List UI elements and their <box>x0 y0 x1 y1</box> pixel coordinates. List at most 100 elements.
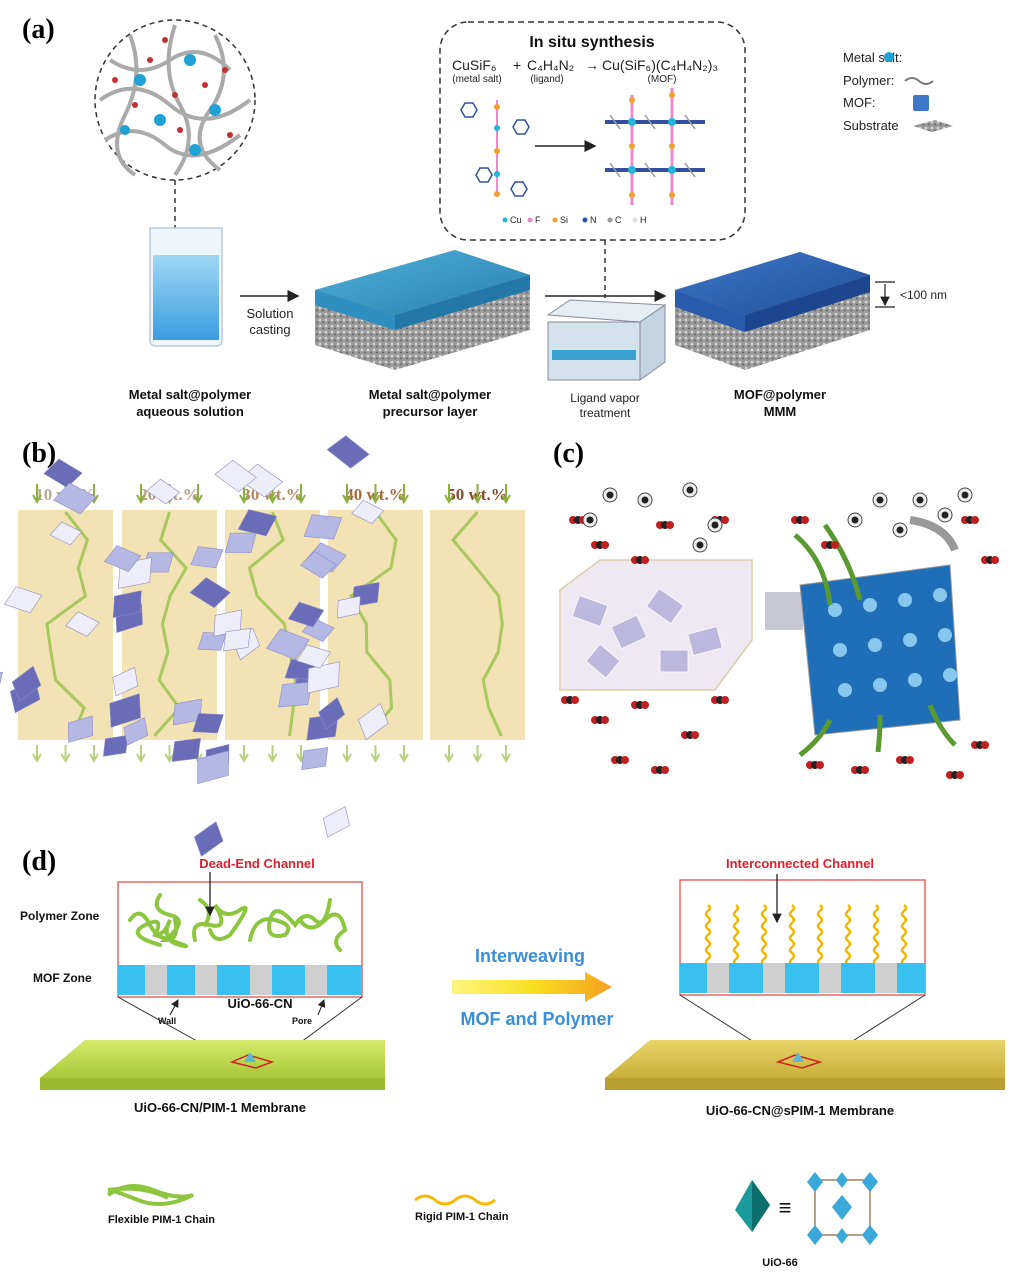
mof-cube-icon <box>913 95 929 111</box>
polymer-network-closeup <box>94 19 256 262</box>
filler-flake <box>296 644 331 669</box>
pore-pointer <box>317 999 326 1016</box>
panel-label-b: (b) <box>22 438 56 469</box>
filler-flake <box>303 514 343 540</box>
plus-sign: + <box>513 57 521 73</box>
co2-molecule <box>821 541 839 549</box>
arrow-out-icon <box>164 745 175 764</box>
interconnected-channel-label: Interconnected Channel <box>726 856 874 871</box>
reaction-arrow: → <box>585 57 599 73</box>
in-situ-synthesis-box: In situ synthesis CuSiF₆ + C₄H₄N₂ → Cu(S… <box>439 21 746 241</box>
interconnected-channel-box <box>679 874 926 996</box>
filler-flake <box>112 590 142 619</box>
arrow-out-icon <box>267 745 278 764</box>
atom-si: Si <box>560 215 568 225</box>
co2-molecule <box>981 556 999 564</box>
note-metal-salt: (metal salt) <box>452 74 501 85</box>
filler-flake <box>68 715 93 743</box>
step2-label-line2: treatment <box>580 406 631 420</box>
co2-molecule <box>711 696 729 704</box>
arrow-out-icon <box>399 745 409 764</box>
note-ligand: (ligand) <box>530 74 563 85</box>
pore-label: Pore <box>292 1016 312 1026</box>
ch4-molecule <box>582 512 598 528</box>
filler-flake <box>189 577 231 609</box>
filler-flake <box>326 435 370 469</box>
mof-layer-illustration <box>675 252 870 370</box>
caption-solution-1: Metal salt@polymer <box>129 387 252 402</box>
precursor-layer-illustration <box>315 250 530 370</box>
arrow-out-icon <box>501 745 511 764</box>
mof-and-polymer-label: MOF and Polymer <box>460 1009 613 1029</box>
rigid-chain <box>844 904 852 966</box>
dead-end-channel-label: Dead-End Channel <box>199 856 315 871</box>
rigid-chain-icon <box>414 1194 496 1206</box>
filler-flake <box>301 747 329 770</box>
filler-flake <box>223 628 251 652</box>
co2-molecule <box>631 556 649 564</box>
co2-molecule <box>561 696 579 704</box>
arrow-in-icon <box>501 484 511 505</box>
filler-flake <box>0 671 3 696</box>
diffusion-path <box>451 511 504 737</box>
atom-n: N <box>590 215 597 225</box>
filler-flake <box>214 459 257 493</box>
rigid-chain <box>872 904 880 966</box>
atom-cu: Cu <box>510 215 522 225</box>
diffusion-path <box>45 511 90 737</box>
legend-flexible-chain: Flexible PIM-1 Chain <box>108 1214 215 1226</box>
beaker-icon <box>149 227 223 347</box>
atom-legend: Cu F Si N C H <box>502 215 647 225</box>
polymer-zone-label: Polymer Zone <box>20 909 100 923</box>
panel-b-tortuosity: 10 wt.%20 wt.%30 wt.%40 wt.%50 wt.% <box>0 435 525 857</box>
arrow-out-icon <box>60 745 71 764</box>
interweaving-arrow <box>452 972 612 1002</box>
rigid-chain <box>760 904 768 966</box>
caption-precursor-2: precursor layer <box>383 404 478 419</box>
filler-flake <box>190 546 224 569</box>
co2-molecule <box>591 716 609 724</box>
substrate-icon <box>913 120 953 132</box>
ch4-molecule <box>692 537 708 553</box>
filler-flake <box>49 521 83 546</box>
ch4-molecule <box>872 492 888 508</box>
co2-molecule <box>681 731 699 739</box>
arrow-in-icon <box>32 484 42 505</box>
caption-mmm-1: MOF@polymer <box>734 387 826 402</box>
reactant-ligand: C₄H₄N₂ <box>527 57 574 73</box>
arrow-in-icon <box>370 484 381 505</box>
legend-rigid-chain: Rigid PIM-1 Chain <box>415 1211 509 1223</box>
arrow-out-icon <box>239 745 249 764</box>
filler-flake <box>224 532 257 553</box>
wall-pointer <box>169 999 179 1016</box>
thickness-indicator <box>875 281 895 308</box>
product-mof: Cu(SiF₆)(C₄H₄N₂)₃ <box>602 57 718 73</box>
note-mof: (MOF) <box>648 74 677 85</box>
filler-flake <box>318 697 345 730</box>
arrow-in-icon <box>444 484 454 505</box>
arrow-in-icon <box>399 484 409 505</box>
dead-end-channel-box <box>117 872 363 998</box>
filler-flake <box>192 713 224 734</box>
filler-flake <box>43 458 83 488</box>
filler-flake <box>337 595 361 619</box>
co2-molecule <box>791 516 809 524</box>
panel-a-legend: Metal salt: Polymer: MOF: Substrate <box>843 50 953 133</box>
arrow-out-icon <box>32 745 42 764</box>
co2-molecule <box>851 766 869 774</box>
legend-mof: MOF: <box>843 95 876 110</box>
filler-flake <box>171 738 201 762</box>
arrow-in-icon <box>296 484 306 505</box>
co2-molecule <box>591 541 609 549</box>
ch4-molecule <box>937 507 953 523</box>
filler-flake <box>172 698 203 726</box>
panel-label-d: (d) <box>22 846 56 877</box>
rigid-chain <box>788 904 796 966</box>
membrane-section <box>18 510 113 740</box>
octahedron-icon <box>735 1180 770 1232</box>
co2-molecule <box>806 761 824 769</box>
co2-molecule <box>656 521 674 529</box>
filler-flake <box>287 601 325 628</box>
step1-label-line2: casting <box>249 322 290 337</box>
arrow-in-icon <box>136 484 146 505</box>
